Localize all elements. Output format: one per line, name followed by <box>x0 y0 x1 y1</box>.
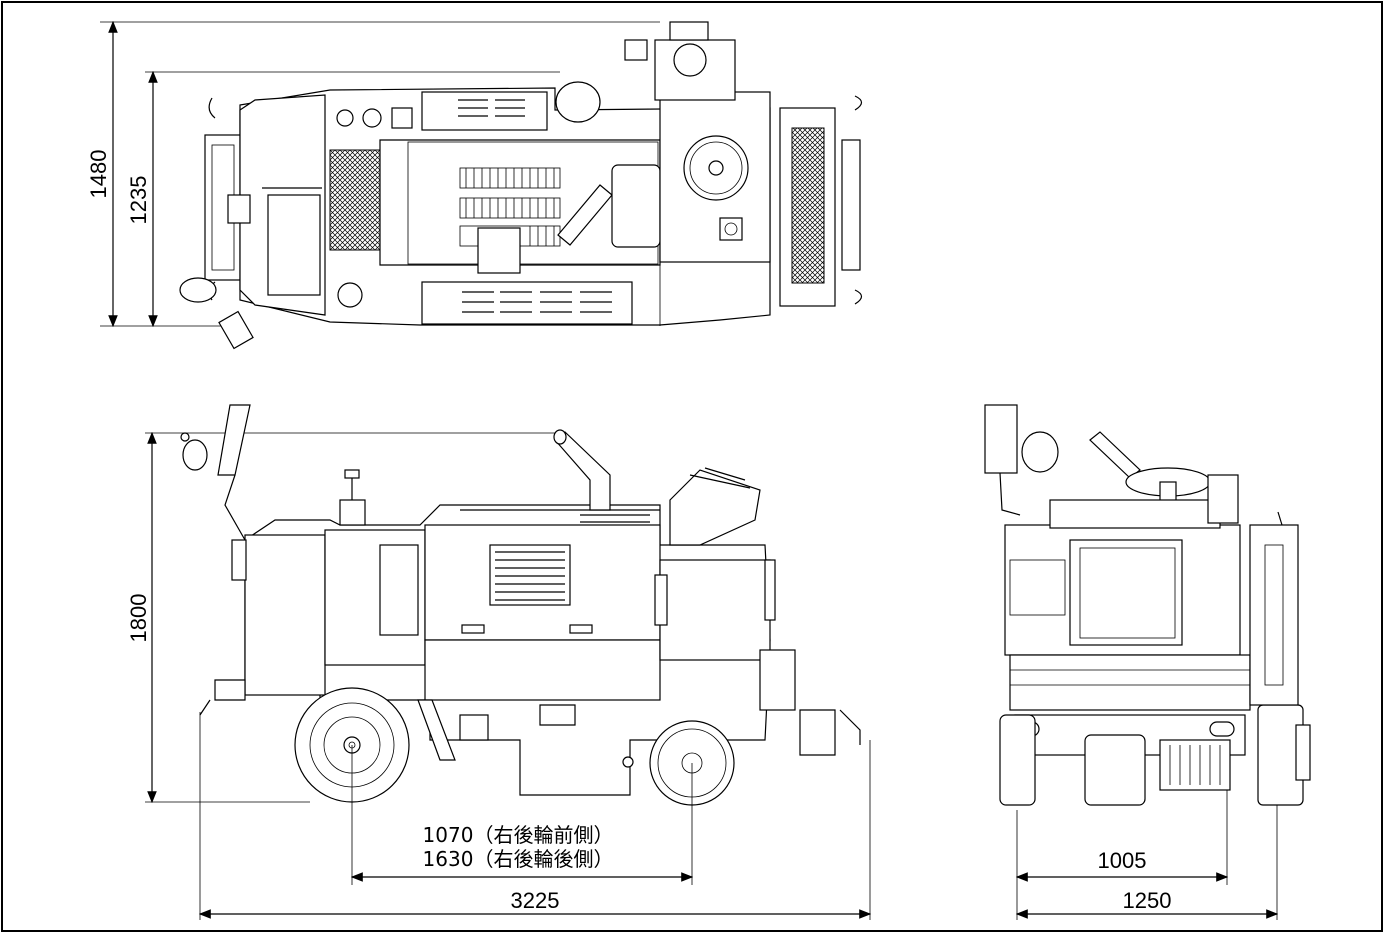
dim-1800: 1800 <box>126 594 151 643</box>
front-view <box>984 404 1311 920</box>
side-view <box>145 404 872 920</box>
top-view <box>100 20 863 350</box>
dim-1005: 1005 <box>1098 848 1147 873</box>
dim-1630-label: 1630（右後輪後側） <box>423 847 614 871</box>
dim-1250: 1250 <box>1123 888 1172 913</box>
dim-3225: 3225 <box>511 888 560 913</box>
dim-1070-label: 1070（右後輪前側） <box>423 823 614 847</box>
dim-1235: 1235 <box>126 176 151 225</box>
dim-1480: 1480 <box>86 150 111 199</box>
